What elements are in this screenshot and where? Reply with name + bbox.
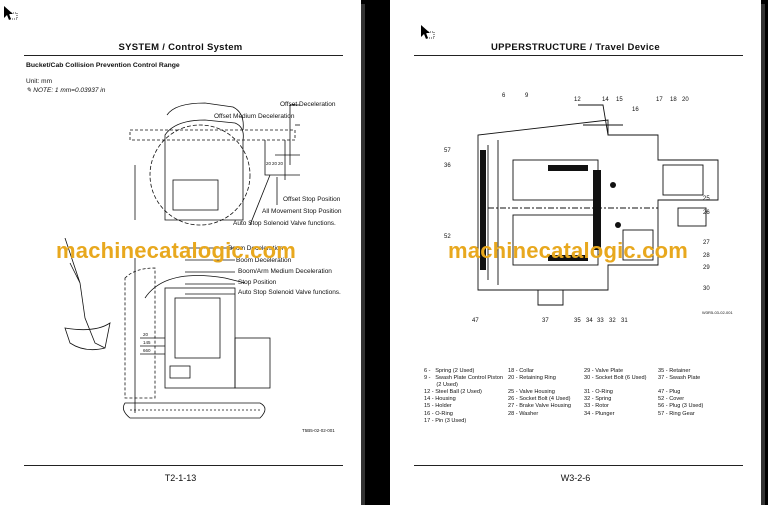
callout-6: 6: [502, 93, 506, 99]
watermark-text: machinecatalogic.com: [56, 238, 296, 263]
callout-29: 29: [703, 265, 710, 271]
figure-id: W3R5-03-02-001: [702, 310, 733, 315]
callout-34: 34: [586, 318, 593, 324]
figure-id: T5B5-02-02-001: [302, 428, 335, 433]
svg-text:20: 20: [272, 161, 278, 166]
section-heading: Bucket/Cab Collision Prevention Control …: [26, 62, 180, 69]
callout-37: 37: [542, 318, 549, 324]
callout-33: 33: [597, 318, 604, 324]
callout-boom-arm-medium-deceleration: Boom/Arm Medium Deceleration: [238, 268, 332, 275]
callout-14: 14: [602, 97, 609, 103]
page-title: UPPERSTRUCTURE / Travel Device: [491, 42, 660, 53]
cursor-arrow-icon: [4, 6, 18, 20]
callout-35: 35: [574, 318, 581, 324]
legend-column-4: 35 - Retainer 37 - Swash Plate 47 - Plug…: [658, 368, 704, 417]
right-manual-page: UPPERSTRUCTURE / Travel Device 6 9 12 14…: [390, 0, 761, 505]
svg-text:660: 660: [143, 348, 151, 353]
legend-column-1: 6 - Spring (2 Used) 9 - Swash Plate Cont…: [424, 368, 503, 424]
callout-offset-deceleration: Offset Deceleration: [280, 101, 336, 108]
callout-offset-medium-deceleration: Offset Medium Deceleration: [214, 113, 295, 120]
title-rule: [414, 55, 743, 56]
callout-30: 30: [703, 286, 710, 292]
cursor-arrow-icon: [421, 25, 435, 39]
callout-32: 32: [609, 318, 616, 324]
callout-18: 18: [670, 97, 677, 103]
callout-stop-position: Stop Position: [238, 279, 277, 286]
svg-text:145: 145: [143, 340, 151, 345]
callout-auto-stop-solenoid-1: Auto Stop Solenoid Valve functions.: [233, 220, 336, 227]
pencil-note-icon: ✎: [26, 87, 32, 94]
callout-27: 27: [703, 240, 710, 246]
legend-column-3: 29 - Valve Plate 30 - Socket Bolt (6 Use…: [584, 368, 647, 417]
svg-text:20: 20: [266, 161, 272, 166]
watermark-text: machinecatalogic.com: [448, 238, 688, 263]
title-rule: [24, 55, 343, 56]
excavator-side-diagram: 20 145 660: [64, 238, 271, 419]
callout-15: 15: [616, 97, 623, 103]
callout-all-movement-stop: All Movement Stop Position: [262, 208, 342, 215]
left-manual-page: SYSTEM / Control System Bucket/Cab Colli…: [0, 0, 361, 505]
callout-52: 52: [444, 234, 451, 240]
callout-16: 16: [632, 107, 639, 113]
callout-20: 20: [682, 97, 689, 103]
callout-boom-deceleration-b: Boom Deceleration: [236, 257, 292, 264]
svg-text:20: 20: [143, 332, 149, 337]
callout-auto-stop-solenoid-2: Auto Stop Solenoid Valve functions.: [238, 289, 341, 296]
unit-label: Unit: mm: [26, 78, 52, 85]
note-text: ✎ NOTE: 1 mm=0.03937 in: [26, 87, 106, 94]
callout-12: 12: [574, 97, 581, 103]
travel-device-cross-section: [477, 104, 719, 306]
page-number: W3-2-6: [560, 473, 591, 483]
page-title: SYSTEM / Control System: [118, 42, 243, 53]
footer-rule: [414, 465, 743, 466]
callout-57: 57: [444, 148, 451, 154]
legend-column-2: 18 - Collar 20 - Retaining Ring 25 - Val…: [508, 368, 572, 417]
callout-31: 31: [621, 318, 628, 324]
page-number: T2-1-13: [164, 473, 197, 483]
callout-28: 28: [703, 253, 710, 259]
callout-25: 25: [703, 196, 710, 202]
svg-text:20: 20: [278, 161, 284, 166]
callout-36: 36: [444, 163, 451, 169]
callout-9: 9: [525, 93, 529, 99]
callout-47: 47: [472, 318, 479, 324]
footer-rule: [24, 465, 343, 466]
callout-boom-deceleration-a: Boom Deceleration: [228, 245, 284, 252]
callout-26: 26: [703, 210, 710, 216]
callout-17: 17: [656, 97, 663, 103]
callout-offset-stop-position: Offset Stop Position: [283, 196, 341, 203]
